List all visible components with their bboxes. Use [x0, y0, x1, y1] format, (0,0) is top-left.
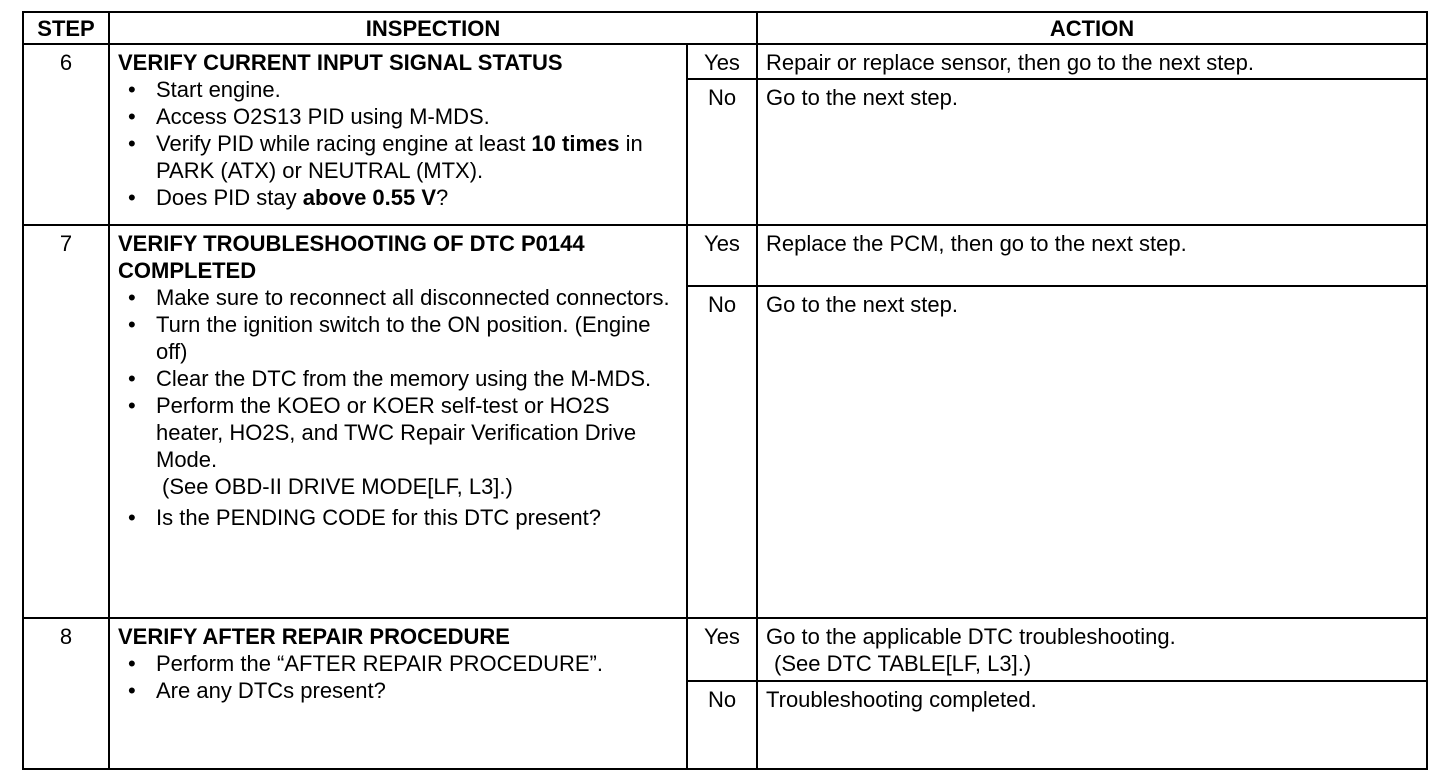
yes-label: Yes	[686, 43, 758, 80]
bullet-item: •Clear the DTC from the memory using the…	[128, 366, 652, 391]
bullet-item: •Perform the “AFTER REPAIR PROCEDURE”.	[128, 651, 603, 676]
step-7-yes-row: 7 VERIFY TROUBLESHOOTING OF DTC P0144 CO…	[22, 224, 1428, 619]
inspection-cell: VERIFY AFTER REPAIR PROCEDURE •Perform t…	[108, 617, 688, 770]
bullet-icon: •	[128, 185, 136, 210]
no-label: No	[686, 285, 758, 619]
troubleshooting-table-sheet: STEP INSPECTION ACTION 6 VERIFY CURRENT …	[22, 11, 1428, 770]
yes-action: Go to the applicable DTC troubleshooting…	[766, 624, 1176, 649]
step-number: 6	[22, 43, 110, 226]
bullet-item: •Verify PID while racing engine at least…	[128, 131, 643, 183]
no-label: No	[686, 680, 758, 770]
see-reference: (See OBD-II DRIVE MODE[LF, L3].)	[162, 474, 513, 499]
header-step: STEP	[22, 11, 110, 45]
bullet-icon: •	[128, 285, 136, 310]
bullet-item: •Turn the ignition switch to the ON posi…	[128, 312, 651, 364]
bullet-item: •Start engine.	[128, 77, 281, 102]
no-label: No	[686, 78, 758, 226]
bullet-icon: •	[128, 678, 136, 703]
inspection-cell: VERIFY TROUBLESHOOTING OF DTC P0144 COMP…	[108, 224, 688, 619]
inspection-bullets: •Make sure to reconnect all disconnected…	[118, 284, 680, 531]
bullet-item: •Make sure to reconnect all disconnected…	[128, 285, 670, 310]
bullet-icon: •	[128, 131, 136, 156]
yes-action: Repair or replace sensor, then go to the…	[756, 43, 1428, 80]
inspection-title: VERIFY AFTER REPAIR PROCEDURE	[118, 624, 510, 649]
bullet-icon: •	[128, 651, 136, 676]
bullet-item: •Are any DTCs present?	[128, 678, 386, 703]
step-6-yes-row: 6 VERIFY CURRENT INPUT SIGNAL STATUS •St…	[22, 43, 1428, 226]
no-action: Go to the next step.	[756, 285, 1428, 619]
troubleshooting-table: STEP INSPECTION ACTION 6 VERIFY CURRENT …	[22, 11, 1428, 770]
bullet-item: •Is the PENDING CODE for this DTC presen…	[128, 505, 602, 530]
bullet-icon: •	[128, 77, 136, 102]
bullet-item: •Does PID stay above 0.55 V?	[128, 185, 449, 210]
step-8-yes-row: 8 VERIFY AFTER REPAIR PROCEDURE •Perform…	[22, 617, 1428, 770]
step-6-no-row: No Go to the next step.	[23, 78, 1428, 226]
inspection-bullets: •Start engine. •Access O2S13 PID using M…	[118, 76, 680, 211]
no-action: Go to the next step.	[756, 78, 1428, 226]
bullet-item: •Access O2S13 PID using M-MDS.	[128, 104, 490, 129]
bullet-item: •Perform the KOEO or KOER self-test or H…	[118, 392, 680, 500]
see-reference: (See DTC TABLE[LF, L3].)	[774, 651, 1032, 676]
yes-label: Yes	[686, 224, 758, 287]
inspection-cell: VERIFY CURRENT INPUT SIGNAL STATUS •Star…	[108, 43, 688, 226]
header-row: STEP INSPECTION ACTION	[22, 11, 1428, 45]
bullet-icon: •	[128, 505, 136, 530]
bullet-icon: •	[128, 393, 136, 418]
no-action: Troubleshooting completed.	[756, 680, 1428, 770]
yes-label: Yes	[686, 617, 758, 682]
step-number: 7	[22, 224, 110, 619]
yes-action: Replace the PCM, then go to the next ste…	[756, 224, 1428, 287]
bullet-icon: •	[128, 104, 136, 129]
header-action: ACTION	[756, 11, 1428, 45]
step-8-no-row: No Troubleshooting completed.	[23, 680, 1428, 770]
step-7-no-row: No Go to the next step.	[23, 285, 1428, 619]
inspection-title: VERIFY TROUBLESHOOTING OF DTC P0144 COMP…	[118, 231, 585, 283]
bullet-icon: •	[128, 312, 136, 337]
step-number: 8	[22, 617, 110, 770]
header-inspection: INSPECTION	[108, 11, 758, 45]
inspection-title: VERIFY CURRENT INPUT SIGNAL STATUS	[118, 50, 563, 75]
bullet-icon: •	[128, 366, 136, 391]
yes-action-cell: Go to the applicable DTC troubleshooting…	[756, 617, 1428, 682]
inspection-bullets: •Perform the “AFTER REPAIR PROCEDURE”. •…	[118, 650, 680, 704]
